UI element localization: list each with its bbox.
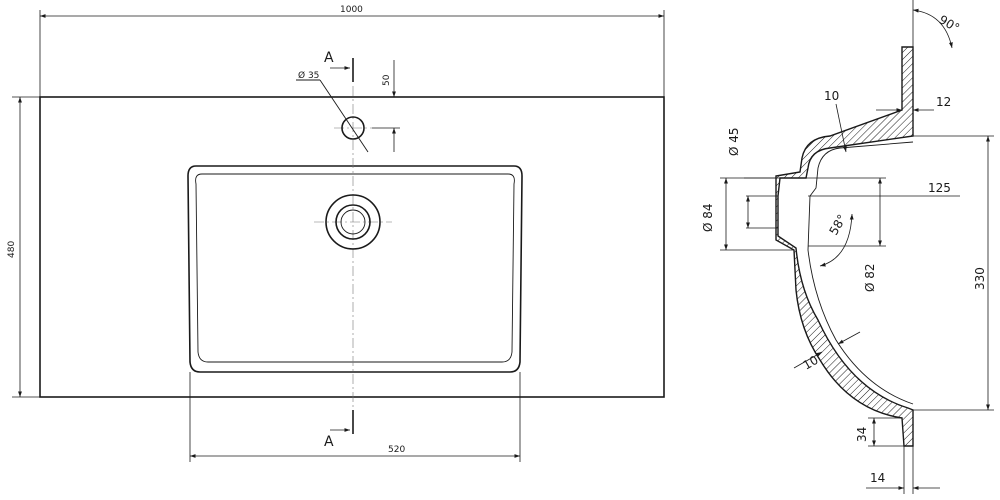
wall-top-label: 10 [824, 89, 839, 103]
drain-upper-dim-label: Ø 45 [727, 127, 741, 156]
drain-inner-ring [340, 209, 366, 235]
drain-angle-label: 58° [826, 212, 849, 237]
top-view: Ø 35 50 A A 1000 480 520 [7, 5, 665, 462]
wall-curve-label: 10 [801, 353, 821, 373]
bowl-width-dim-label: 520 [388, 445, 405, 455]
width-dim-label: 1000 [340, 5, 363, 15]
tap-hole-leader [319, 79, 369, 153]
angle-arc-90 [912, 8, 953, 49]
drain-ring [335, 204, 371, 240]
edge-height-dim-label: 34 [855, 427, 869, 442]
wall-curve-leader-b [837, 331, 861, 345]
tap-hole-label: Ø 35 [298, 70, 319, 81]
wall-curve-leader-a [793, 351, 823, 369]
bowl-outer-outline [187, 165, 523, 373]
drain-82-dim-label: Ø 82 [863, 263, 877, 292]
height-dim-label: 330 [973, 267, 987, 290]
section-mark-top-label: A [324, 50, 334, 66]
angle-label-90: 90° [937, 12, 962, 35]
depth-offset-dim-label: 125 [928, 181, 951, 195]
drain-outer-ring [325, 194, 381, 250]
section-mark-bottom-label: A [324, 434, 334, 450]
countertop-outline [39, 96, 665, 398]
bowl-inner-surface [807, 141, 914, 405]
section-view: 90° 12 10 Ø 45 Ø 84 125 Ø 82 58° [701, 0, 994, 494]
depth-dim-label: 480 [7, 241, 17, 258]
edge-thick-dim-label: 14 [870, 471, 885, 485]
tap-offset-label: 50 [382, 74, 392, 86]
bowl-inner-outline [195, 173, 515, 363]
drain-angle-arc [819, 213, 854, 267]
drain-outer-dim-label: Ø 84 [701, 203, 715, 232]
tap-hole [341, 116, 365, 140]
rim-dim-label: 12 [936, 95, 951, 109]
wall-top-leader [835, 103, 847, 153]
